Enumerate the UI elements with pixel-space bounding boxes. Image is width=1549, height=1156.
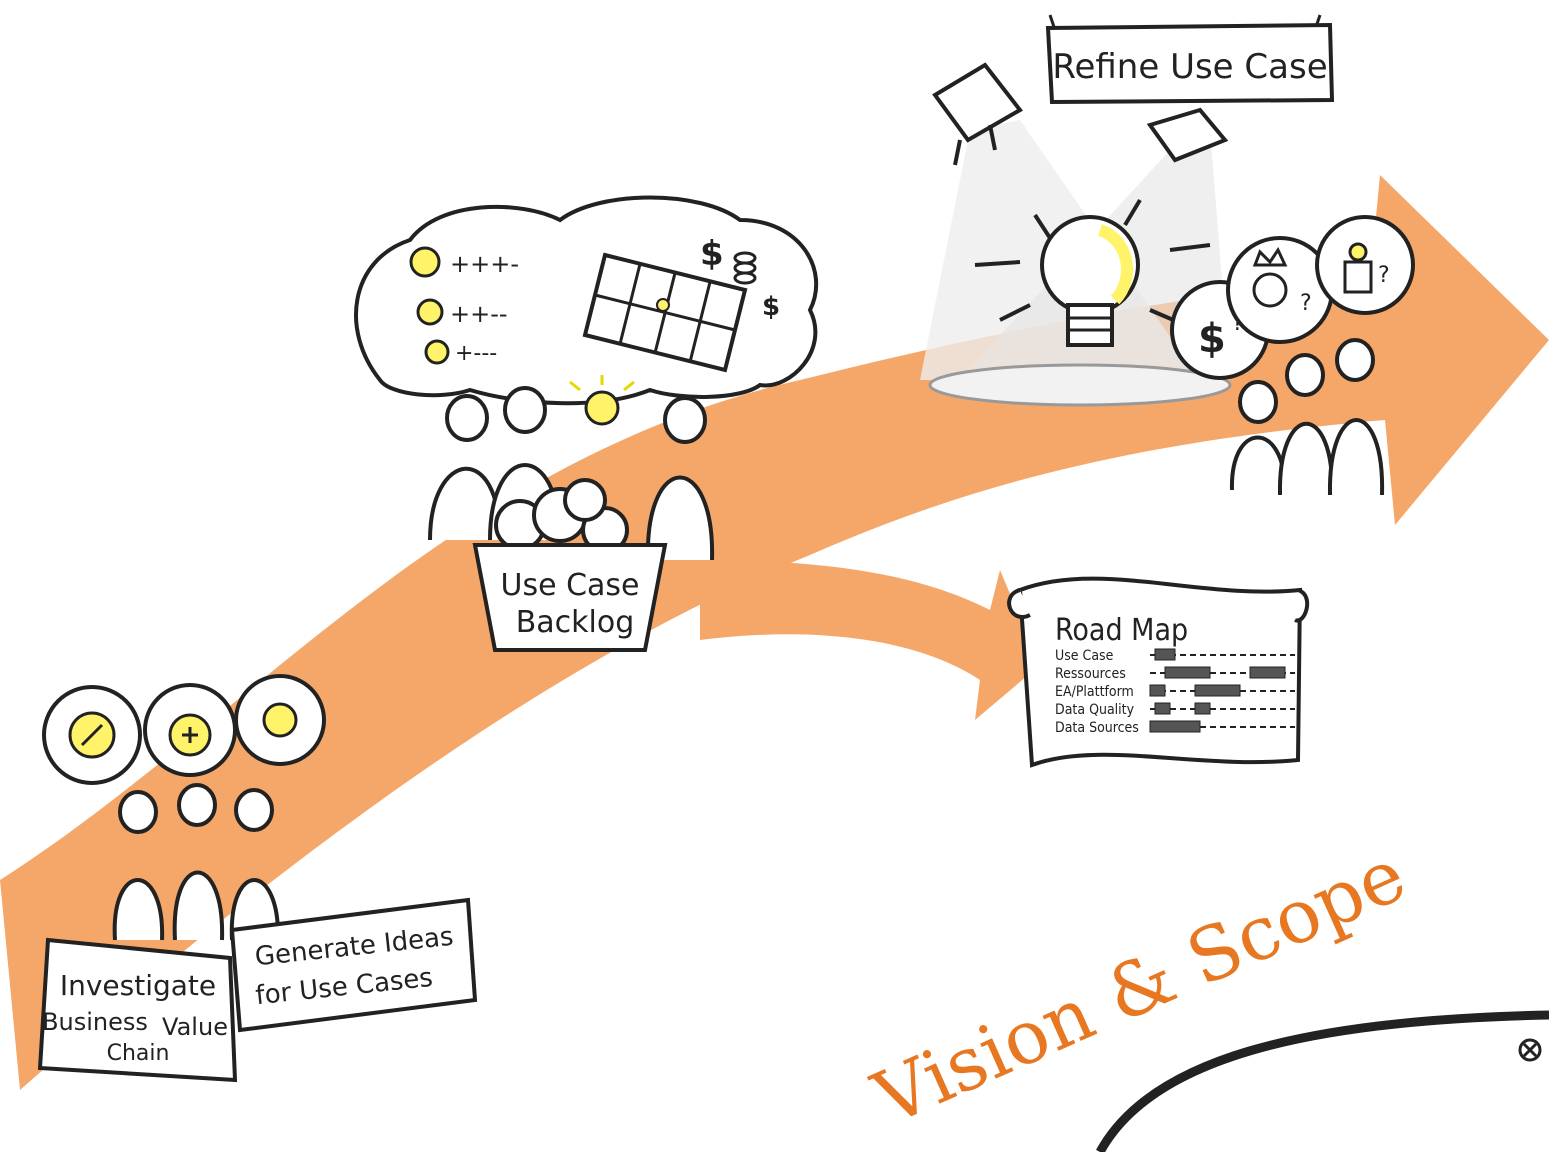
investigate-line-1: Investigate <box>60 969 216 1002</box>
refine-sign: Refine Use Case <box>1045 14 1335 105</box>
spotlight-right <box>1146 107 1229 163</box>
main-process-arrow <box>0 175 1549 1090</box>
generate-ideas-sign: Generate Ideas for Use Cases <box>229 897 478 1033</box>
thought-bubble-3 <box>234 674 326 766</box>
face-icon <box>1252 272 1288 308</box>
idea-generation-group <box>42 674 326 941</box>
roadmap-row-label: EA/Plattform <box>1055 684 1134 700</box>
backlog-person-1 <box>428 394 502 541</box>
spotlit-bulb <box>974 198 1211 347</box>
roadmap-row-bar <box>1164 666 1211 679</box>
backlog-line-1: Use Case <box>501 568 640 603</box>
investigate-line-2: Business <box>42 1008 148 1036</box>
roadmap-row-bar <box>1154 648 1176 661</box>
backlog-line-2: Backlog <box>516 605 635 640</box>
dollar-icon: $ <box>1198 316 1226 362</box>
crown-icon <box>1252 246 1288 267</box>
person-1 <box>112 790 165 941</box>
tower-question-bubble: ? <box>1315 215 1415 315</box>
ranked-ideas-list: +++- ++-- +--- <box>409 246 519 366</box>
stakeholder-group: $ ? ? ? <box>1170 215 1415 496</box>
thought-bubble-2 <box>143 683 237 777</box>
coins-icon <box>733 251 757 285</box>
ranking-2: ++-- <box>450 300 508 328</box>
backlog-bulbs <box>494 478 629 554</box>
roadmap-row-bar <box>1194 684 1241 697</box>
roadmap-row-label: Data Quality <box>1055 702 1135 718</box>
bulb-icon <box>424 339 450 365</box>
dollar-icon-small: $ <box>762 292 780 322</box>
vision-scope-title: Vision & Scope <box>861 832 1418 1143</box>
roadmap-row-label: Data Sources <box>1055 720 1139 736</box>
investigate-sign: Investigate Business Value Chain <box>37 937 238 1083</box>
bulb-icon <box>409 246 441 278</box>
arrow-body <box>0 175 1549 1090</box>
roadmap-row-bar <box>1194 702 1211 715</box>
king-question-bubble: ? <box>1226 236 1334 344</box>
roadmap-title: Road Map <box>1055 613 1188 648</box>
investigate-line-3: Value <box>162 1013 228 1041</box>
timeline-curve <box>1096 1010 1549 1155</box>
beacon-icon <box>1348 242 1368 262</box>
bulb-icon <box>584 390 620 426</box>
spotlight-left <box>932 62 1023 166</box>
roadmap-row-label: Use Case <box>1055 648 1114 664</box>
prioritization-grid <box>582 252 748 373</box>
investigate-line-4: Chain <box>107 1041 170 1066</box>
stakeholder-person-3 <box>1327 338 1385 496</box>
dollar-icon: $ <box>700 234 724 274</box>
roadmap-row-label: Ressources <box>1055 666 1126 682</box>
backlog-group: +++- ++-- +--- $ $ <box>354 195 819 652</box>
roadmap-row-bar <box>1249 666 1286 679</box>
ranking-1: +++- <box>450 250 519 278</box>
ranking-3: +--- <box>455 341 497 366</box>
question-icon: ? <box>1378 263 1390 288</box>
roadmap-branch-arrow <box>700 560 1040 720</box>
close-icon-cross <box>1522 1042 1538 1058</box>
backlog-basket: Use Case Backlog <box>472 543 668 652</box>
roadmap-row-bar <box>1149 684 1166 697</box>
branch-arrow-body <box>700 560 1040 720</box>
person-2 <box>172 783 225 941</box>
roadmap-row-bar <box>1149 720 1201 733</box>
thought-bubble-1 <box>42 685 142 785</box>
bulb-icon <box>416 298 444 326</box>
presented-idea-bulb <box>569 375 635 426</box>
stakeholder-person-2 <box>1277 353 1335 496</box>
tower-icon <box>1343 260 1373 294</box>
refine-group: Refine Use Case <box>920 14 1335 407</box>
question-icon: ? <box>1300 291 1312 316</box>
roadmap-row-bar <box>1154 702 1171 715</box>
refine-label: Refine Use Case <box>1052 47 1327 87</box>
backlog-person-3 <box>645 396 715 561</box>
roadmap-scroll: Road Map Use CaseRessourcesEA/PlattformD… <box>1007 576 1310 768</box>
title-text: Vision & Scope <box>861 832 1418 1143</box>
bulb-icon <box>656 298 670 312</box>
